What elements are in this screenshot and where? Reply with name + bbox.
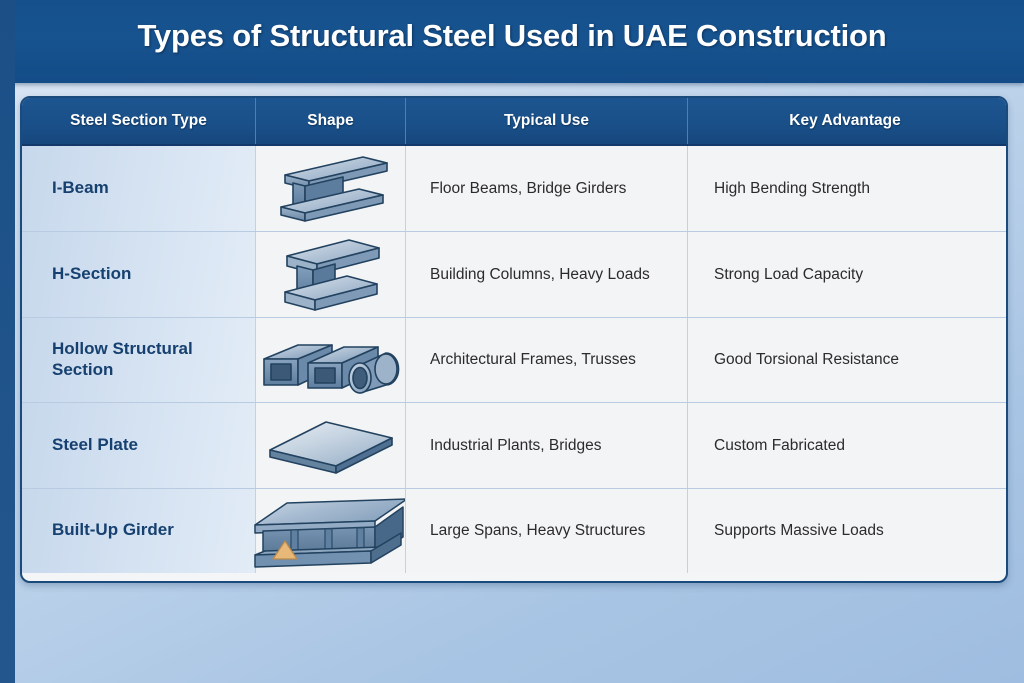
key-advantage-text: Good Torsional Resistance bbox=[714, 351, 899, 369]
table-row: Built-Up Girder bbox=[22, 487, 1006, 573]
column-header-steel-section-type: Steel Section Type bbox=[70, 112, 207, 129]
section-type-label: I-Beam bbox=[52, 178, 109, 198]
section-type-label: H-Section bbox=[52, 264, 132, 284]
typical-use-text: Building Columns, Heavy Loads bbox=[430, 265, 650, 283]
cell-shape bbox=[255, 232, 405, 317]
cell-typical-use: Architectural Frames, Trusses bbox=[405, 317, 687, 403]
cell-typical-use: Floor Beams, Bridge Girders bbox=[405, 146, 687, 232]
page-title: Types of Structural Steel Used in UAE Co… bbox=[137, 18, 887, 53]
cell-key-advantage: Custom Fabricated bbox=[687, 403, 1002, 488]
cell-section-type: Hollow Structural Section bbox=[22, 317, 255, 403]
cell-section-type: H-Section bbox=[22, 232, 255, 317]
column-header-key-advantage: Key Advantage bbox=[687, 98, 1002, 144]
cell-typical-use: Building Columns, Heavy Loads bbox=[405, 232, 687, 317]
table-row: Hollow Structural Section bbox=[22, 316, 1006, 403]
steel-plate-shape-icon bbox=[261, 406, 401, 484]
h-section-shape-icon bbox=[261, 236, 401, 314]
column-header-shape: Shape bbox=[255, 98, 405, 144]
key-advantage-text: Strong Load Capacity bbox=[714, 265, 864, 283]
cell-typical-use: Industrial Plants, Bridges bbox=[405, 403, 687, 488]
section-type-label: Built-Up Girder bbox=[52, 520, 174, 540]
typical-use-text: Floor Beams, Bridge Girders bbox=[430, 180, 627, 197]
cell-shape bbox=[253, 488, 408, 573]
hollow-structural-section-shape-icon bbox=[261, 321, 401, 399]
cell-shape bbox=[255, 403, 405, 488]
key-advantage-text: Custom Fabricated bbox=[714, 436, 845, 454]
typical-use-text: Large Spans, Heavy Structures bbox=[430, 522, 646, 540]
left-accent-rail bbox=[0, 0, 15, 683]
typical-use-text: Industrial Plants, Bridges bbox=[430, 436, 602, 454]
key-advantage-text: Supports Massive Loads bbox=[714, 522, 884, 540]
table-row: Steel Plate bbox=[22, 402, 1006, 488]
section-type-label: Hollow Structural Section bbox=[52, 339, 193, 379]
i-beam-shape-icon bbox=[261, 150, 401, 228]
table-row: H-Section bbox=[22, 231, 1006, 317]
cell-key-advantage: Supports Massive Loads bbox=[687, 488, 1002, 573]
cell-section-type: I-Beam bbox=[22, 146, 255, 232]
cell-typical-use: Large Spans, Heavy Structures bbox=[405, 488, 687, 573]
cell-shape bbox=[255, 317, 405, 403]
table-header-row: Steel Section Type Shape Typical Use Key… bbox=[22, 98, 1006, 146]
steel-types-table: Steel Section Type Shape Typical Use Key… bbox=[20, 96, 1008, 583]
title-banner: Types of Structural Steel Used in UAE Co… bbox=[0, 0, 1024, 83]
column-header-typical-use: Typical Use bbox=[405, 98, 687, 144]
cell-section-type: Built-Up Girder bbox=[22, 488, 255, 573]
cell-key-advantage: Good Torsional Resistance bbox=[687, 317, 1002, 403]
cell-section-type: Steel Plate bbox=[22, 403, 255, 488]
key-advantage-text: High Bending Strength bbox=[714, 180, 870, 197]
cell-shape bbox=[255, 146, 405, 232]
cell-key-advantage: Strong Load Capacity bbox=[687, 232, 1002, 317]
cell-key-advantage: High Bending Strength bbox=[687, 146, 1002, 232]
section-type-label: Steel Plate bbox=[52, 435, 138, 454]
typical-use-text: Architectural Frames, Trusses bbox=[430, 351, 636, 369]
built-up-girder-shape-icon bbox=[253, 492, 408, 570]
table-row: I-Beam bbox=[22, 146, 1006, 232]
